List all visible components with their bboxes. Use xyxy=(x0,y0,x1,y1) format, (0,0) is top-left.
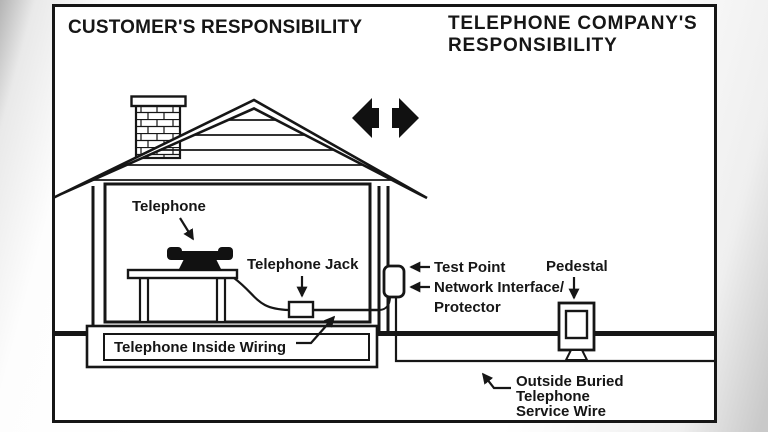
buried-wire-arrow xyxy=(481,372,511,390)
pedestal-label: Pedestal xyxy=(546,258,608,275)
buried-wire-label: Outside Buried Telephone Service Wire xyxy=(516,373,624,420)
title-telephone-company-responsibility: TELEPHONE COMPANY'S RESPONSIBILITY xyxy=(448,13,698,56)
telephone-label: Telephone xyxy=(132,198,206,215)
inside-wiring-arrow xyxy=(296,315,336,345)
buried-wire-label-line1: Outside Buried xyxy=(516,373,624,390)
pedestal-icon xyxy=(557,301,596,361)
roof xyxy=(52,98,428,200)
protector-label: Protector xyxy=(434,299,501,316)
interface-to-wiring-wire xyxy=(378,296,391,311)
title-customer-responsibility: CUSTOMER'S RESPONSIBILITY xyxy=(68,17,362,38)
title-company-line1: TELEPHONE COMPANY'S xyxy=(448,13,698,34)
telephone-jack-label: Telephone Jack xyxy=(247,256,359,273)
divider-right-arrow-icon xyxy=(392,98,419,138)
test-point-label: Test Point xyxy=(434,259,505,276)
gable-siding-lines xyxy=(93,119,391,181)
buried-wire-label-line2: Telephone xyxy=(516,388,590,405)
network-interface-label: Network Interface/ xyxy=(434,279,565,296)
interior-room xyxy=(103,182,372,324)
buried-wire-label-line3: Service Wire xyxy=(516,403,606,420)
network-interface-icon xyxy=(382,264,406,299)
inside-wiring-label: Telephone Inside Wiring xyxy=(114,339,286,356)
right-wall xyxy=(377,186,390,333)
inside-wiring-label-box xyxy=(103,333,370,361)
telephone-icon xyxy=(167,247,233,271)
title-company-line2: RESPONSIBILITY xyxy=(448,35,618,56)
telephone-jack-icon xyxy=(287,300,315,319)
buried-service-wire-line xyxy=(394,297,715,363)
divider-left-arrow-icon xyxy=(352,98,379,138)
phone-cord-wire xyxy=(233,277,290,312)
telephone-arrow xyxy=(179,217,194,241)
